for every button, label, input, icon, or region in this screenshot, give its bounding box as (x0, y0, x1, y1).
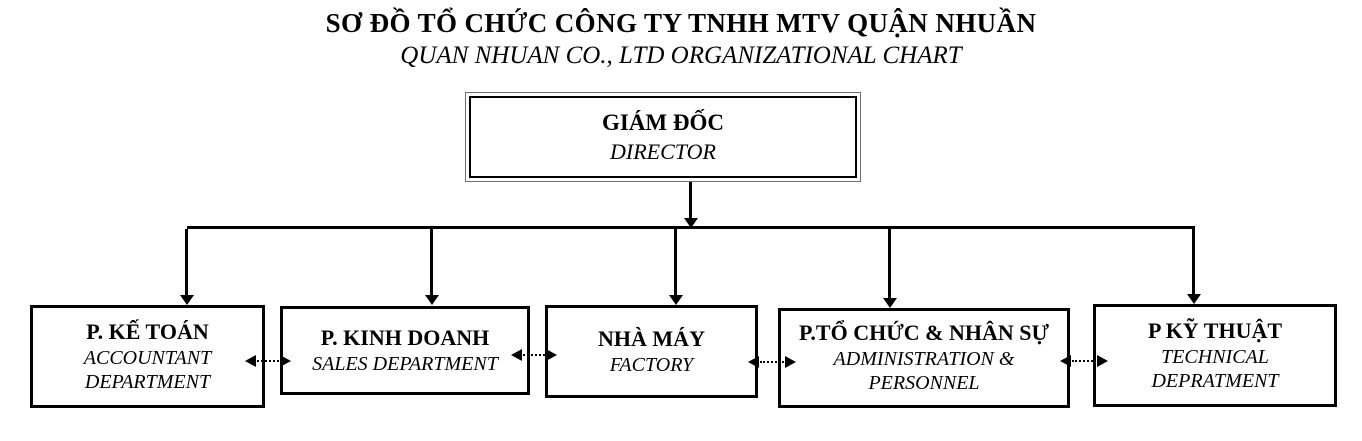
dept-label-english: ADMINISTRATION & PERSONNEL (833, 348, 1015, 395)
chart-title-english: QUAN NHUAN CO., LTD ORGANIZATIONAL CHART (400, 42, 962, 69)
arrow-right-icon (546, 349, 557, 361)
org-box-technical: P KỸ THUẬT TECHNICAL DEPRATMENT (1093, 304, 1337, 407)
connector-trunk-line (187, 226, 1195, 229)
dept-label-vietnamese: P.TỔ CHỨC & NHÂN SỰ (799, 320, 1049, 346)
dept-label-english: TECHNICAL DEPRATMENT (1151, 345, 1279, 392)
dotted-line (523, 354, 545, 356)
connector-drop-sales (430, 229, 433, 295)
arrow-left-icon (1060, 355, 1071, 367)
dept-label-vietnamese: P. KINH DOANH (320, 324, 490, 350)
connector-drop-technical (1192, 229, 1195, 294)
arrow-down-icon (883, 298, 897, 308)
director-label-english: DIRECTOR (610, 138, 716, 164)
arrow-down-icon (684, 218, 698, 228)
arrow-right-icon (280, 355, 291, 367)
dotted-line (1072, 360, 1096, 362)
dept-label-vietnamese: NHÀ MÁY (598, 325, 705, 351)
double-arrow-icon (748, 356, 796, 368)
dotted-line (257, 360, 279, 362)
arrow-left-icon (511, 349, 522, 361)
chart-title-vietnamese: SƠ ĐỒ TỔ CHỨC CÔNG TY TNHH MTV QUẬN NHUẦ… (325, 8, 1037, 38)
double-arrow-icon (1060, 355, 1108, 367)
org-box-accountant: P. KẾ TOÁN ACCOUNTANT DEPARTMENT (30, 305, 265, 408)
director-label-vietnamese: GIÁM ĐỐC (601, 110, 725, 136)
connector-drop-factory (674, 229, 677, 295)
arrow-down-icon (425, 295, 439, 305)
connector-drop-accountant (185, 229, 188, 295)
dept-label-english: ACCOUNTANT DEPARTMENT (83, 346, 212, 393)
dotted-line (760, 361, 784, 363)
dept-label-english: SALES DEPARTMENT (312, 352, 498, 375)
double-arrow-icon (511, 349, 557, 361)
arrow-down-icon (180, 295, 194, 305)
arrow-right-icon (1097, 355, 1108, 367)
connector-director-line (689, 182, 692, 218)
arrow-left-icon (245, 355, 256, 367)
dept-label-vietnamese: P KỸ THUẬT (1147, 317, 1283, 343)
dept-label-vietnamese: P. KẾ TOÁN (86, 318, 209, 344)
connector-drop-administration (888, 229, 891, 298)
arrow-right-icon (785, 356, 796, 368)
org-box-administration: P.TỔ CHỨC & NHÂN SỰ ADMINISTRATION & PER… (778, 308, 1070, 408)
org-box-factory: NHÀ MÁY FACTORY (545, 305, 758, 398)
arrow-down-icon (1187, 294, 1201, 304)
org-box-director: GIÁM ĐỐC DIRECTOR (465, 92, 861, 182)
org-box-director-inner: GIÁM ĐỐC DIRECTOR (469, 96, 857, 178)
org-box-sales: P. KINH DOANH SALES DEPARTMENT (280, 306, 530, 395)
arrow-left-icon (748, 356, 759, 368)
dept-label-english: FACTORY (609, 353, 694, 376)
double-arrow-icon (245, 355, 291, 367)
arrow-down-icon (669, 295, 683, 305)
